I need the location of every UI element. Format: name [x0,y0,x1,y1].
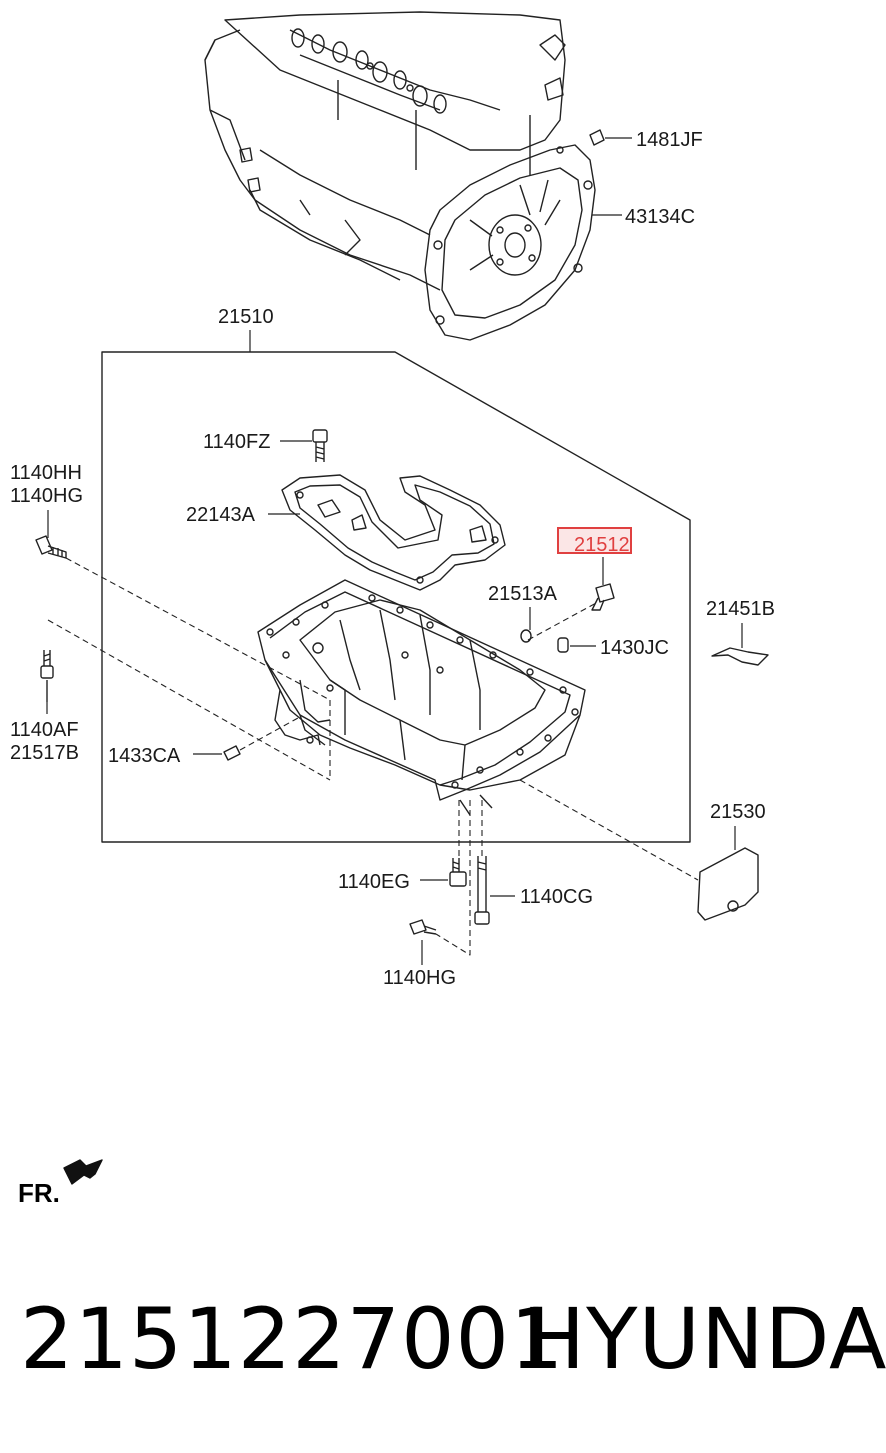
bolt-1140AF [40,650,54,702]
label-21513A: 21513A [488,583,558,605]
bolt-1140CG [474,856,490,925]
part-number: 2151227001 [20,1290,565,1388]
bolt-1140HG-bottom [409,919,437,935]
label-1433CA: 1433CA [108,745,181,767]
label-1140EG: 1140EG [338,871,410,893]
pin-1430JC [557,637,569,653]
gasket-22143A [281,474,506,591]
label-21451B: 21451B [706,598,775,620]
bolt-1140EG [449,858,467,887]
pin-1433CA [223,745,241,761]
highlight-box [557,527,632,554]
label-1140AF: 1140AF [10,719,79,741]
fr-arrow-icon [63,1159,103,1185]
label-43134C: 43134C [625,206,695,228]
label-1430JC: 1430JC [600,637,669,659]
guide-lines [47,557,699,956]
engine-block [204,11,566,291]
baffle-21530 [697,847,759,921]
label-21530: 21530 [710,801,766,823]
label-21517B: 21517B [10,742,79,764]
oil-pan [257,579,586,816]
label-1140FZ: 1140FZ [203,431,270,453]
clip-1481JF [589,129,605,146]
label-1140HH: 1140HH [10,462,82,484]
label-1140HG-bottom: 1140HG [383,967,456,989]
bolt-1140FZ [312,429,328,462]
part-labels: 1481JF 43134C 21510 1140FZ 1140HH 1140HG… [10,129,775,989]
leader-lines [46,137,743,965]
flywheel-housing [424,144,596,341]
drain-plug-21512 [591,583,615,611]
washer-21513A [520,629,532,643]
label-1140HG-top: 1140HG [10,485,83,507]
label-1140CG: 1140CG [520,886,593,908]
clip-21451B [711,647,769,666]
brand-name: HYUNDAI [522,1290,886,1388]
front-direction-label: FR. [18,1178,60,1208]
label-22143A: 22143A [186,504,256,526]
label-21510: 21510 [218,306,274,328]
group-frame [101,351,691,843]
bolt-1140HH [35,535,67,559]
label-21512: 21512 [574,534,630,556]
label-1481JF: 1481JF [636,129,703,151]
